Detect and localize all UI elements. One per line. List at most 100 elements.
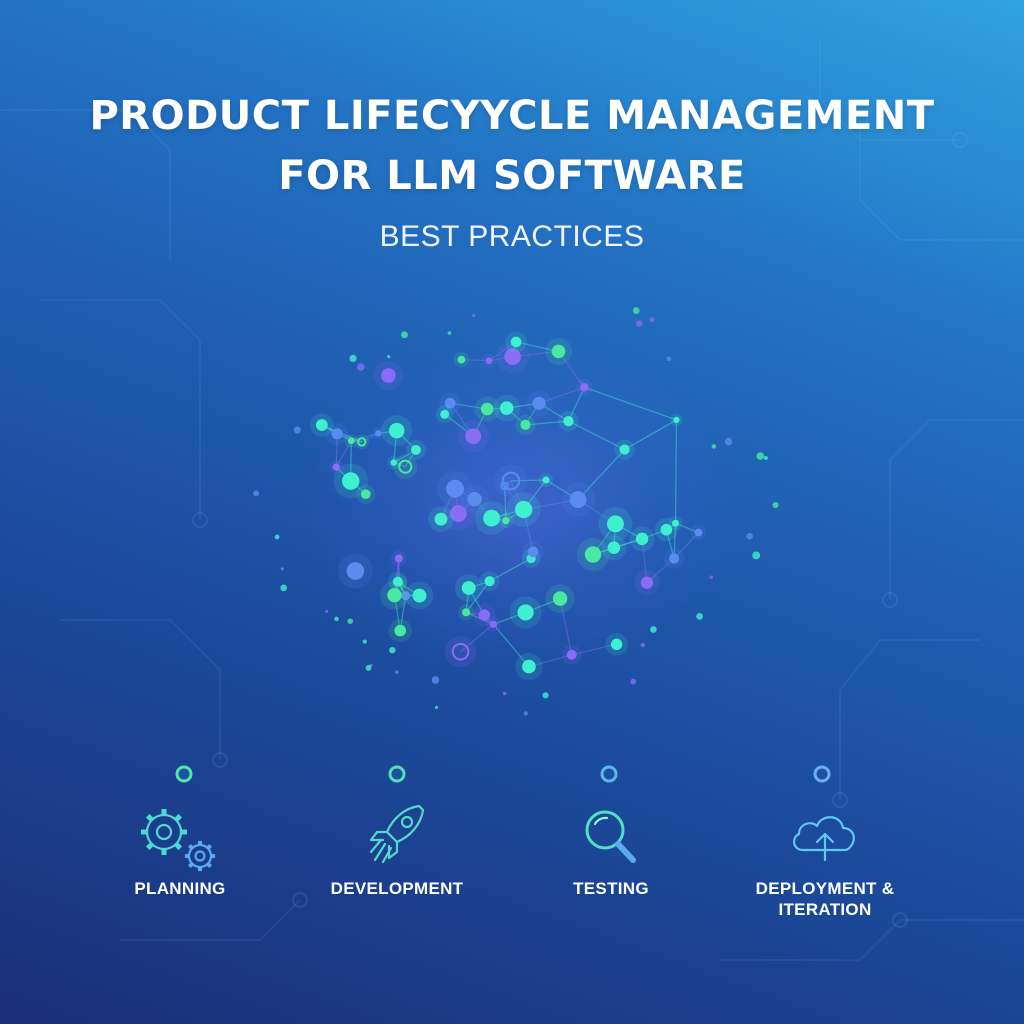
network-dot [431,676,440,684]
network-node [461,581,476,595]
network-node-glow [393,454,418,479]
timeline-node-testing [600,765,618,783]
network-link [461,359,490,362]
network-dot [253,490,260,497]
network-dot [542,692,549,699]
network-node [341,472,360,490]
network-link [465,580,491,613]
network-node [467,491,482,507]
network-node [584,546,602,563]
network-node [483,509,501,527]
network-link [489,557,532,582]
stage-label-deployment: DEPLOYMENT & ITERATION [755,879,895,919]
network-link [488,341,517,362]
network-dot [400,331,408,339]
network-node [542,476,550,484]
network-dot [387,355,391,359]
network-dot [636,320,643,327]
network-node [551,344,566,359]
network-link [673,532,699,559]
network-dot [274,534,280,540]
network-node [569,491,587,509]
network-node [610,638,623,651]
network-link [510,479,547,482]
network-node [394,554,403,563]
network-link [673,523,677,559]
network-dot [523,711,528,716]
network-link [335,440,352,468]
network-dot [334,616,339,622]
network-dot [395,670,399,674]
network-dot [756,452,765,460]
network-node [360,489,371,500]
network-link [528,654,572,668]
network-dot [650,626,657,633]
timeline-node-deployment [813,765,831,783]
lifecycle-timeline [175,765,831,783]
network-link [577,449,626,501]
network-node [606,515,624,533]
network-node [451,642,470,661]
stage-label-testing: TESTING [573,879,649,898]
network-dot [632,307,640,314]
network-link [559,598,573,655]
network-node [552,591,568,606]
network-node [635,532,649,546]
network-dot [772,501,779,509]
network-link [515,341,559,352]
network-dot [389,646,396,654]
network-dot [293,426,301,434]
network-node-glow [354,434,370,450]
network-dot [666,356,672,362]
network-dot [746,532,753,540]
network-node [527,546,539,558]
network-dot [696,613,704,620]
network-node [347,437,355,445]
network-node [504,348,521,365]
network-node [500,481,509,490]
stage-label-planning: PLANNING [134,879,226,898]
cloud-upload-icon [793,816,855,862]
page-subtitle: BEST PRACTICES [379,220,645,253]
rocket-icon [369,804,425,864]
gears-icon [141,809,215,871]
network-node [480,402,494,416]
timeline-node-planning [175,765,193,783]
network-dot [357,363,365,371]
network-link [525,420,569,426]
network-node [444,397,456,409]
network-dot [365,665,372,671]
network-node [394,624,407,637]
network-node [388,422,405,439]
network-node [485,357,493,364]
network-dot [325,609,329,613]
network-node [387,588,402,603]
network-node [517,604,534,621]
network-link [571,643,617,656]
network-node [489,620,498,628]
network-node [392,576,403,587]
network-node [522,659,536,674]
network-node [461,608,471,617]
stage-testing: TESTING [511,800,711,899]
network-link [568,420,625,451]
network-node [331,428,343,440]
network-dot [434,705,439,710]
network-link [492,623,530,667]
stage-deployment: DEPLOYMENT & ITERATION [725,800,925,920]
network-dot [280,584,288,592]
network-dot [349,354,357,363]
network-link [567,387,585,422]
network-dot [711,444,717,449]
network-node [449,505,467,523]
network-node [566,649,577,660]
network-dot [347,618,354,625]
neural-brain-icon [240,285,780,725]
network-node [607,541,621,555]
network-dot [724,437,733,446]
network-dot [362,639,367,644]
network-link [624,419,677,451]
stage-planning: PLANNING [80,800,280,899]
network-link [674,419,678,524]
